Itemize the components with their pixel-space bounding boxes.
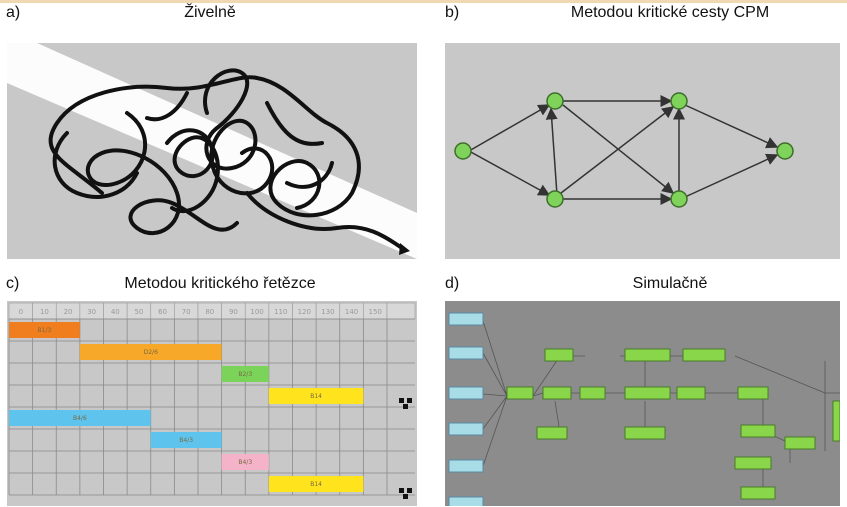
gantt-header-label: 70 xyxy=(182,308,191,316)
gantt-header-label: 90 xyxy=(229,308,238,316)
gantt-bar-label-7: B4/3 xyxy=(238,459,252,466)
gantt-header-label: 80 xyxy=(205,308,214,316)
gantt-header-label: 10 xyxy=(40,308,49,316)
cpm-network-diagram xyxy=(445,43,840,259)
panel-d-simulation xyxy=(445,301,840,506)
node-5 xyxy=(670,190,688,208)
gantt-header-label: 20 xyxy=(64,308,73,316)
gantt-bar-3 xyxy=(221,366,269,382)
gantt-header-label: 100 xyxy=(250,308,263,316)
gantt-bar-8 xyxy=(268,476,364,492)
node-2 xyxy=(546,92,564,110)
node-1 xyxy=(454,142,472,160)
sim-box-edge xyxy=(832,400,840,442)
edge-1-2 xyxy=(468,104,551,152)
panel-c-letter: c) xyxy=(6,275,20,292)
gantt-header-label: 130 xyxy=(321,308,334,316)
panel-a-letter: a) xyxy=(6,4,21,21)
panel-d-title: Simulačně xyxy=(632,275,708,292)
gantt-bar-5 xyxy=(9,410,151,426)
gantt-header-label: 110 xyxy=(274,308,287,316)
sim-box-4 xyxy=(579,386,606,400)
gantt-bar-label-3: B2/3 xyxy=(238,371,252,378)
sim-box-11 xyxy=(737,386,769,400)
gantt-bar-2 xyxy=(79,344,222,360)
node-4 xyxy=(670,92,688,110)
gantt-header-label: 30 xyxy=(87,308,96,316)
gantt-header-label: 140 xyxy=(345,308,358,316)
gantt-bar-label-2: D2/6 xyxy=(144,349,158,356)
sim-box-7 xyxy=(682,348,726,362)
edge-3-2 xyxy=(545,107,558,196)
panel-a-scribble xyxy=(7,43,417,259)
edge-4-6 xyxy=(684,104,779,149)
buffer-icon-1 xyxy=(399,398,412,409)
sim-box-9 xyxy=(676,386,706,400)
edge-2-5 xyxy=(562,104,675,194)
sim-box-5 xyxy=(536,426,568,440)
gantt-header-label: 50 xyxy=(134,308,143,316)
gantt-bar-7 xyxy=(221,454,269,470)
scribble-diagram xyxy=(7,43,417,259)
gantt-header-cell-extra xyxy=(386,302,416,320)
buffer-icon-2 xyxy=(399,488,412,499)
panel-a-title: Živelně xyxy=(184,4,236,21)
gantt-header-label: 60 xyxy=(158,308,167,316)
sim-source-2 xyxy=(448,346,484,360)
gantt-header-label: 40 xyxy=(111,308,120,316)
sim-source-6 xyxy=(448,496,484,506)
gantt-bar-label-4: B14 xyxy=(310,393,322,400)
sim-box-1 xyxy=(506,386,534,400)
node-6 xyxy=(776,142,794,160)
sim-source-3 xyxy=(448,386,484,400)
gantt-bar-6 xyxy=(150,432,222,448)
buffer-icons xyxy=(399,398,412,499)
gantt-bar-label-8: B14 xyxy=(310,481,322,488)
sim-box-8 xyxy=(624,386,671,400)
simulation-diagram xyxy=(445,301,840,506)
sim-source-4 xyxy=(448,422,484,436)
gantt-header-label: 0 xyxy=(19,308,23,316)
gantt-header-label: 120 xyxy=(298,308,311,316)
edge-5-6 xyxy=(684,153,779,198)
gantt-bar-1 xyxy=(9,322,80,338)
panel-c-title: Metodou kritického řetězce xyxy=(124,275,316,292)
gantt-bar-label-5: B4/6 xyxy=(73,415,87,422)
edge-3-4 xyxy=(560,106,675,194)
panel-b-cpm-network xyxy=(445,43,840,259)
sim-box-14 xyxy=(734,456,772,470)
node-3 xyxy=(546,190,564,208)
gantt-bar-label-1: B1/3 xyxy=(38,327,52,334)
gantt-header-label: 150 xyxy=(369,308,382,316)
gantt-bar-label-6: B4/3 xyxy=(179,437,193,444)
sim-box-10 xyxy=(624,426,666,440)
sim-box-3 xyxy=(542,386,572,400)
gantt-chart: 0 10 20 30 40 50 60 70 80 90 100 110 120 130 140 150 B1… xyxy=(7,301,417,506)
sim-source-5 xyxy=(448,459,484,473)
sim-box-12 xyxy=(740,424,776,438)
panel-b-title: Metodou kritické cesty CPM xyxy=(570,4,770,21)
gantt-bar-4 xyxy=(268,388,364,404)
sim-source-1 xyxy=(448,312,484,326)
panel-b-letter: b) xyxy=(445,4,460,21)
panel-c-critical-chain-gantt: 0 10 20 30 40 50 60 70 80 90 100 110 120 130 140 150 B1… xyxy=(7,301,417,506)
sim-box-6 xyxy=(624,348,671,362)
sim-box-2 xyxy=(544,348,574,362)
edge-1-3 xyxy=(468,150,551,196)
sim-box-15 xyxy=(740,486,776,500)
panel-d-letter: d) xyxy=(445,275,460,292)
sim-box-13 xyxy=(784,436,816,450)
top-accent-line xyxy=(0,0,847,3)
